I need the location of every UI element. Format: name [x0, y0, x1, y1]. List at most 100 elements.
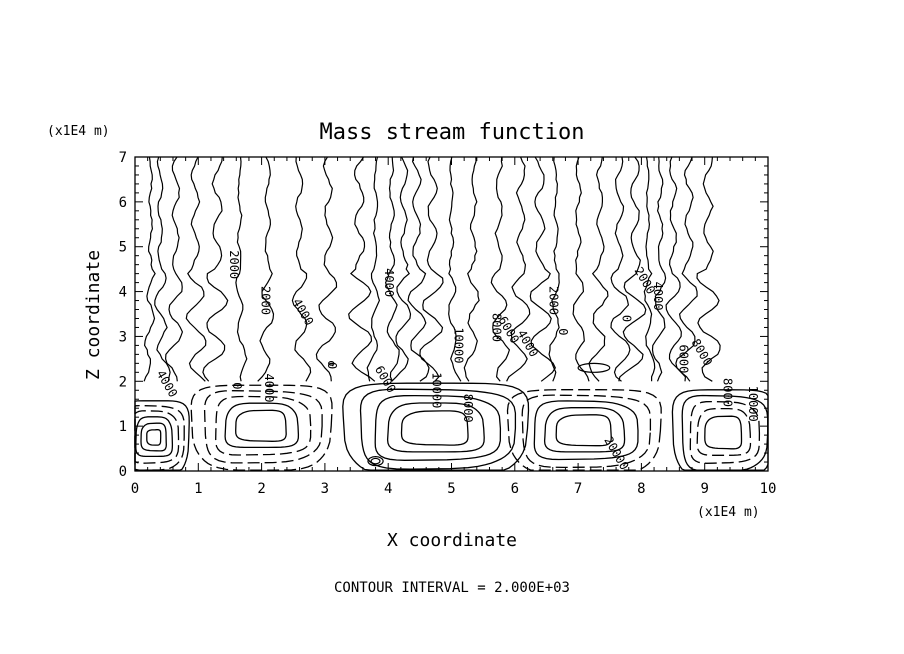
- contour-label: 4000: [154, 368, 181, 400]
- streamline: [164, 156, 184, 382]
- streamline: [651, 156, 667, 382]
- streamline: [391, 156, 412, 382]
- contour-label: 2000: [547, 286, 561, 315]
- contour-label: 4000: [651, 282, 665, 311]
- x-tick-label: 2: [257, 481, 265, 497]
- x-unit-label: (x1E4 m): [697, 505, 760, 520]
- streamline: [291, 156, 312, 382]
- contour-label: 4000: [290, 296, 317, 328]
- cell-contour: [696, 407, 752, 456]
- cell-contour: [681, 394, 769, 471]
- cell-contour: [704, 415, 743, 450]
- small-contour: [328, 360, 335, 366]
- streamline: [348, 156, 376, 382]
- contour-label: 4000: [262, 374, 276, 403]
- cell-contour: [533, 400, 639, 461]
- x-tick-label: 1: [194, 481, 202, 497]
- cell-contour: [135, 416, 174, 458]
- streamline: [257, 156, 275, 382]
- streamline: [407, 156, 430, 382]
- streamline: [463, 156, 480, 382]
- streamline: [529, 156, 556, 382]
- x-tick-label: 9: [700, 481, 708, 497]
- cell-contour: [224, 402, 300, 449]
- streamline: [315, 156, 338, 382]
- contour-label: 0: [325, 362, 339, 369]
- streamline: [235, 156, 248, 382]
- y-tick-label: 4: [119, 285, 127, 301]
- streamline: [548, 156, 560, 382]
- cell-contour: [374, 394, 502, 461]
- streamline: [618, 156, 647, 382]
- cell-contour: [359, 388, 517, 470]
- streamline: [154, 156, 171, 382]
- streamline: [366, 156, 381, 382]
- streamline: [384, 156, 400, 382]
- streamline: [506, 156, 531, 382]
- cell-contour: [190, 384, 333, 471]
- x-axis-label: X coordinate: [387, 530, 517, 551]
- contour-label: 10000: [746, 386, 760, 422]
- contour-label: 2000: [227, 250, 241, 279]
- x-tick-label: 0: [131, 481, 139, 497]
- streamline: [202, 156, 229, 382]
- cell-contour: [543, 406, 626, 453]
- contour-label: 0: [230, 382, 244, 389]
- y-tick-label: 5: [119, 240, 127, 256]
- contour-label: 0: [556, 328, 570, 335]
- cell-contour: [140, 422, 167, 452]
- contour-label: 6000: [676, 344, 690, 373]
- cell-contour: [506, 389, 662, 471]
- cell-contour: [215, 395, 312, 456]
- streamline: [448, 156, 462, 382]
- cell-contour: [203, 390, 323, 464]
- streamline: [675, 156, 698, 382]
- contour-label: 10000: [452, 327, 466, 363]
- y-tick-label: 6: [119, 195, 127, 211]
- x-tick-label: 8: [637, 481, 645, 497]
- cell-contour: [235, 409, 287, 442]
- x-tick-label: 7: [574, 481, 582, 497]
- cell-contour: [146, 429, 162, 446]
- contour-label: 4000: [382, 268, 396, 297]
- streamline: [588, 156, 609, 382]
- contour-label: 8000: [490, 313, 504, 342]
- streamline: [419, 156, 444, 382]
- x-tick-label: 5: [447, 481, 455, 497]
- cell-contour: [555, 414, 612, 447]
- streamline: [185, 156, 207, 382]
- small-contour: [577, 362, 611, 373]
- cell-contour: [134, 404, 185, 471]
- streamline: [696, 156, 721, 382]
- streamline: [490, 156, 511, 382]
- streamline: [572, 156, 590, 382]
- streamline: [665, 156, 687, 382]
- x-tick-label: 4: [384, 481, 392, 497]
- y-tick-label: 0: [119, 464, 127, 480]
- contour-label: 8000: [689, 336, 716, 368]
- contour-label: 20000: [601, 434, 631, 472]
- small-contour: [367, 456, 384, 467]
- cell-contour: [671, 389, 769, 471]
- y-tick-label: 3: [119, 329, 127, 345]
- cell-contour: [689, 400, 761, 464]
- y-tick-label: 7: [119, 150, 127, 166]
- contour-lines: [134, 156, 769, 471]
- streamline: [610, 156, 631, 382]
- cell-contour: [400, 410, 469, 446]
- cell-contour: [342, 382, 530, 471]
- cell-contour: [521, 394, 652, 469]
- y-axis-label: Z coordinate: [83, 250, 104, 380]
- contour-label: 8000: [721, 378, 735, 407]
- y-tick-label: 1: [119, 419, 127, 435]
- x-tick-label: 6: [511, 481, 519, 497]
- cell-contour: [386, 402, 485, 453]
- streamline: [643, 156, 656, 382]
- contour-label: 8000: [461, 394, 475, 423]
- x-tick-label: 3: [321, 481, 329, 497]
- contour-interval-note: CONTOUR INTERVAL = 2.000E+03: [334, 580, 570, 596]
- contour-label: 10000: [430, 372, 444, 408]
